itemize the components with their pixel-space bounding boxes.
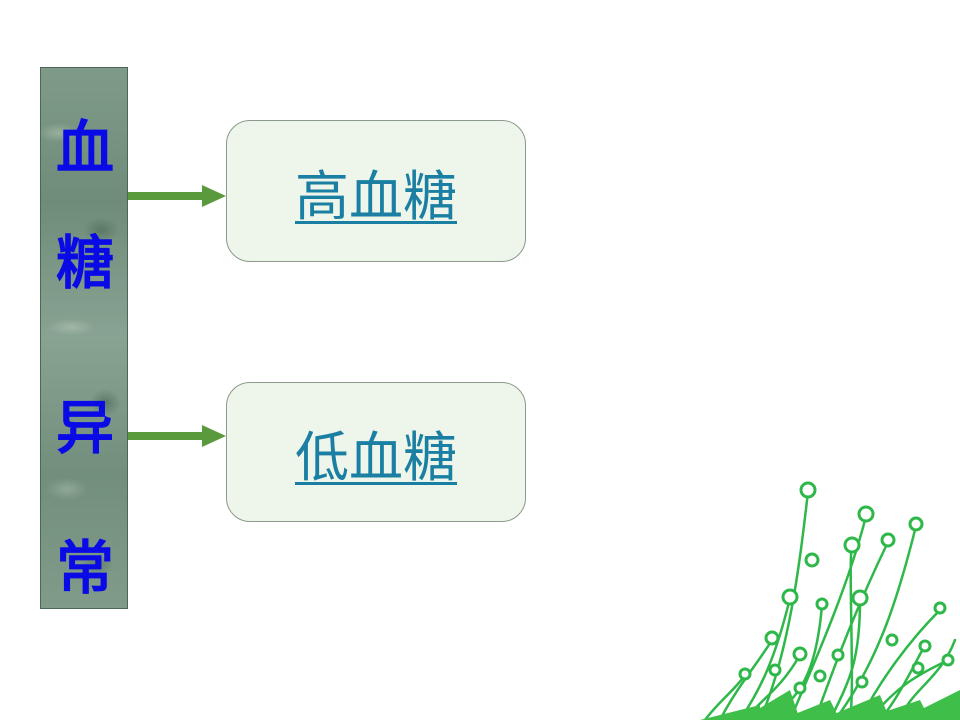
vertical-title-char: 常 bbox=[55, 534, 114, 602]
low-blood-sugar-link[interactable]: 低血糖 bbox=[295, 425, 457, 489]
high-blood-sugar-link[interactable]: 高血糖 bbox=[295, 164, 457, 228]
vertical-title-char: 异 bbox=[55, 394, 114, 462]
vertical-title-char: 糖 bbox=[55, 229, 114, 297]
low-blood-sugar-box[interactable]: 低血糖 bbox=[226, 382, 526, 522]
high-blood-sugar-box[interactable]: 高血糖 bbox=[226, 120, 526, 262]
arrow-right-icon bbox=[128, 185, 226, 207]
vertical-title-char: 血 bbox=[55, 114, 114, 182]
arrow-right-icon bbox=[128, 425, 226, 447]
vertical-title-bar: 血 糖 异 常 bbox=[40, 67, 128, 609]
